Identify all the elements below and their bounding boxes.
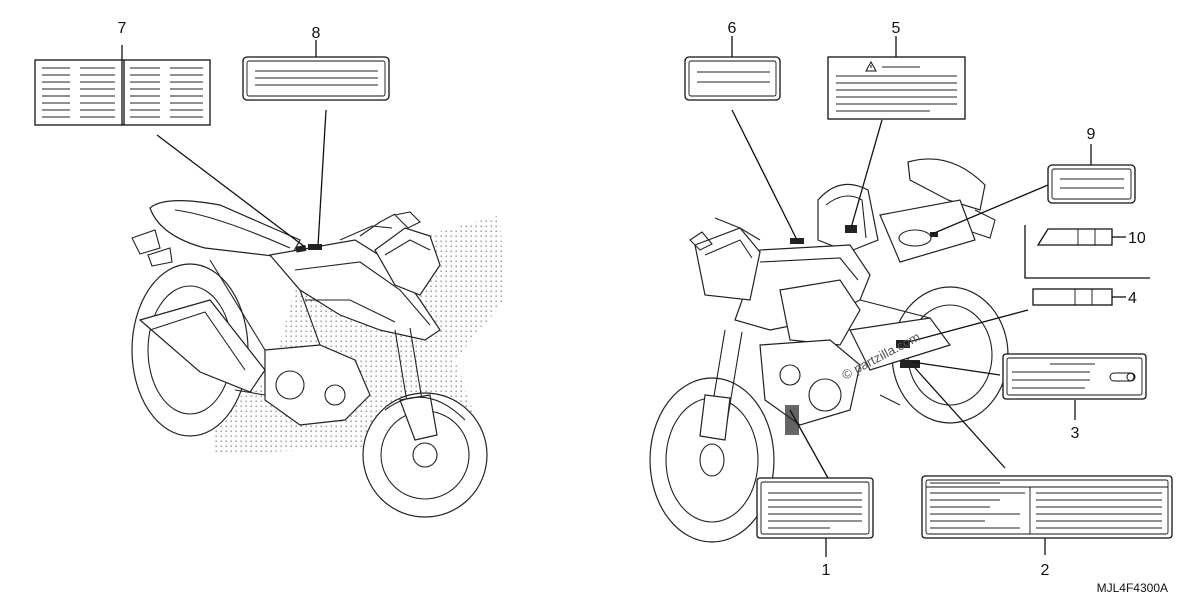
label-3-tire-info (1002, 353, 1147, 400)
callout-8: 8 (312, 25, 321, 42)
leader-lines (121, 36, 1150, 557)
callout-9: 9 (1087, 126, 1096, 143)
callout-1: 1 (822, 562, 831, 579)
diagram-code: MJL4F4300A (1097, 581, 1168, 595)
callout-numbers: 7 8 6 5 9 10 4 3 1 2 (118, 20, 1146, 579)
warning-triangle-icon (865, 60, 877, 72)
callout-2: 2 (1041, 562, 1050, 579)
callout-10: 10 (1128, 230, 1146, 247)
callout-7: 7 (118, 20, 127, 37)
label-7-caution-table (34, 59, 211, 126)
label-10-stripe (1036, 228, 1113, 246)
label-1-caution (756, 477, 874, 539)
callout-6: 6 (728, 20, 737, 37)
label-9-caution (1047, 164, 1136, 204)
callout-3: 3 (1071, 425, 1080, 442)
callout-5: 5 (892, 20, 901, 37)
motorcycle-left-view (131, 200, 505, 518)
label-6-caution (684, 56, 781, 101)
callout-4: 4 (1128, 290, 1137, 307)
motorcycle-right-view (649, 158, 1009, 543)
label-2-emission-info (921, 475, 1173, 539)
label-8-caution (242, 56, 390, 101)
label-4-stripe (1032, 288, 1113, 306)
label-5-warning (827, 56, 966, 120)
tire-gauge-icon (1109, 372, 1136, 382)
